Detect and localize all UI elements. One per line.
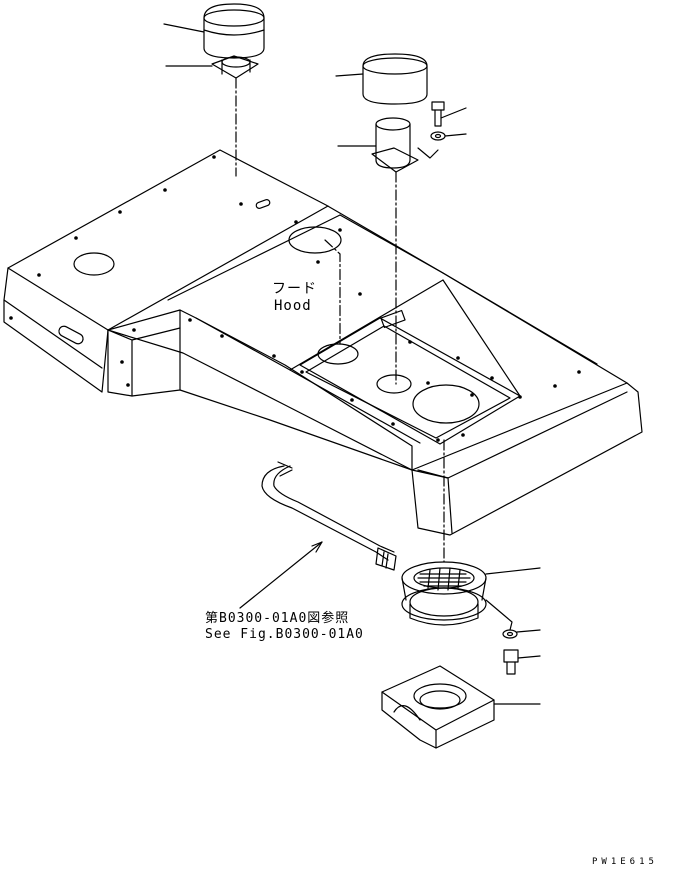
washer-upper: [430, 131, 446, 141]
hood-left-end: [3, 267, 109, 393]
bolt-upper: [431, 101, 445, 127]
hood-hole-small: [376, 374, 412, 394]
hood-hole-mid: [317, 343, 359, 365]
reference-label-jp: 第B0300-01A0図参照: [205, 611, 350, 626]
hood-hole-large: [412, 384, 480, 424]
reference-label-en: See Fig.B0300-01A0: [205, 627, 364, 642]
hood-assembly: [3, 149, 643, 536]
hood-hole-upper: [288, 226, 342, 254]
guide-line-3: [324, 239, 341, 345]
hood-side-slot: [58, 325, 84, 345]
leader-line-flange: [485, 567, 541, 575]
hood-hole-left: [73, 252, 115, 276]
cap-adapter: [211, 55, 259, 79]
hood-recess: [179, 309, 413, 471]
screen-flange: [401, 561, 487, 626]
bolt-lower: [503, 649, 519, 675]
hood-top-surface: [7, 149, 628, 471]
mount-block: [381, 665, 495, 749]
leader-line-hose: [239, 541, 323, 609]
hood-label-jp: フード: [272, 281, 317, 297]
hood-step-block: [107, 309, 181, 397]
hood-label-en: Hood: [274, 298, 312, 314]
precleaner-cap: [203, 3, 265, 59]
pipe-cap: [362, 53, 428, 105]
intake-pipe: [371, 117, 419, 173]
leader-line-pipe-cap: [335, 73, 364, 77]
figure-id: PW1E615: [592, 857, 658, 867]
hood-right-cover: [411, 382, 643, 536]
leader-line-cap: [163, 23, 205, 33]
flex-hose: [261, 461, 397, 571]
washer-lower: [502, 629, 518, 639]
